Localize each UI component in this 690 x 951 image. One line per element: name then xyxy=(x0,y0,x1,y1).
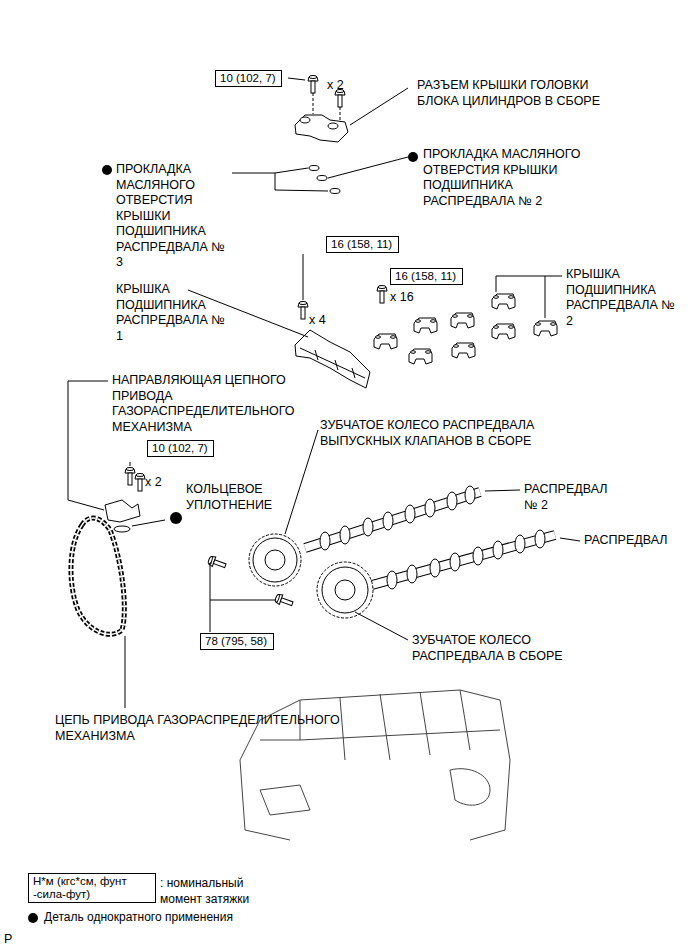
part-label: КОЛЬЦЕВОЕ УПЛОТНЕНИЕ xyxy=(186,482,296,513)
part-label: x 4 xyxy=(309,313,326,329)
legend-text: : номинальный момент затяжки xyxy=(160,876,280,907)
torque-value: 10 (102, 7) xyxy=(152,442,209,455)
torque-box: Н*м (кгс*см, фунт -сила-фут) xyxy=(28,873,156,903)
torque-box: 78 (795, 58) xyxy=(200,633,274,650)
part-label: РАСПРЕДВАЛ № 2 xyxy=(524,482,619,513)
part-label: ПРОКЛАДКА МАСЛЯНОГО ОТВЕРСТИЯ КРЫШКИ ПОД… xyxy=(423,147,608,209)
part-label: РАСПРЕДВАЛ xyxy=(584,533,667,549)
part-label: ПРОКЛАДКА МАСЛЯНОГО ОТВЕРСТИЯ КРЫШКИ ПОД… xyxy=(116,162,234,271)
torque-box: 10 (102, 7) xyxy=(147,440,214,457)
torque-box: 16 (158, 11) xyxy=(326,236,399,253)
torque-value: 10 (102, 7) xyxy=(220,72,277,85)
part-label: x 2 xyxy=(145,475,162,491)
part-label: ЦЕПЬ ПРИВОДА ГАЗОРАСПРЕДЕЛИТЕЛЬНОГО МЕХА… xyxy=(55,713,380,744)
torque-value: Н*м (кгс*см, фунт -сила-фут) xyxy=(33,875,151,901)
part-label: РАЗЪЕМ КРЫШКИ ГОЛОВКИ БЛОКА ЦИЛИНДРОВ В … xyxy=(417,78,632,109)
part-label: КРЫШКА ПОДШИПНИКА РАСПРЕДВАЛА № 1 xyxy=(116,282,226,344)
part-label: x 16 xyxy=(390,290,414,306)
torque-value: 78 (795, 58) xyxy=(205,635,269,648)
torque-box: 10 (102, 7) xyxy=(215,70,282,87)
torque-value: 16 (158, 11) xyxy=(331,238,394,251)
torque-box: 16 (158, 11) xyxy=(390,268,463,285)
part-label: ЗУБЧАТОЕ КОЛЕСО РАСПРЕДВАЛА ВЫПУСКНЫХ КЛ… xyxy=(320,418,575,449)
part-label: x 2 xyxy=(327,78,344,94)
part-label: КРЫШКА ПОДШИПНИКА РАСПРЕДВАЛА № 2 xyxy=(566,267,684,329)
part-label: НАПРАВЛЯЮЩАЯ ЦЕПНОГО ПРИВОДА ГАЗОРАСПРЕД… xyxy=(112,373,320,435)
torque-value: 16 (158, 11) xyxy=(395,270,458,283)
part-label: ЗУБЧАТОЕ КОЛЕСО РАСПРЕДВАЛА В СБОРЕ xyxy=(412,633,587,664)
part-label: P xyxy=(4,932,12,948)
legend-text: Деталь однократного применения xyxy=(44,910,304,926)
